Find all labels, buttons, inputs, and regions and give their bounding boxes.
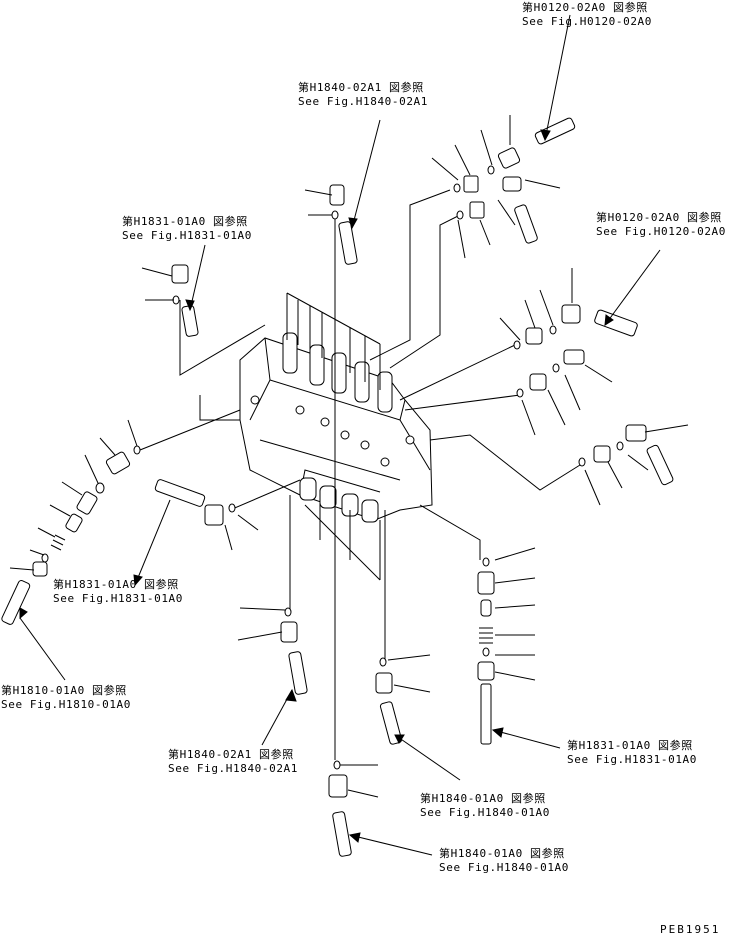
ref-label-en: See Fig.H1831-01A0 — [122, 229, 253, 242]
connection-lines — [139, 189, 581, 760]
ref-label-jp: 第H1831-01A0 図参照 — [53, 578, 179, 591]
ref-label-jp: 第H1831-01A0 図参照 — [122, 215, 248, 228]
ref-label-h0120-right: 第H0120-02A0 図参照 See Fig.H0120-02A0 — [596, 211, 726, 239]
ref-label-en: See Fig.H0120-02A0 — [596, 225, 727, 238]
ref-label-jp: 第H1840-02A1 図参照 — [298, 81, 424, 94]
ref-label-en: See Fig.H0120-02A0 — [522, 15, 653, 28]
right-lower-fittings — [578, 424, 689, 506]
control-valve-body — [239, 332, 433, 523]
drawing-code: PEB1951 — [660, 923, 721, 936]
ref-label-jp: 第H1831-01A0 図参照 — [567, 739, 693, 752]
ref-label-h1840-01a0-mid: 第H1840-01A0 図参照 See Fig.H1840-01A0 — [420, 792, 550, 820]
arrowheads — [19, 129, 614, 843]
ref-label-en: See Fig.H1810-01A0 — [1, 698, 132, 711]
ref-label-jp: 第H0120-02A0 図参照 — [596, 211, 722, 224]
left-diagonal-stack — [1, 419, 141, 681]
right-vertical-stack — [477, 547, 561, 749]
ref-label-h1831-left-top: 第H1831-01A0 図参照 See Fig.H1831-01A0 — [122, 215, 252, 243]
top-right-fittings — [431, 14, 576, 259]
ref-label-h1840-02a1-top: 第H1840-02A1 図参照 See Fig.H1840-02A1 — [298, 81, 428, 109]
left-upper-fittings — [141, 244, 206, 337]
ref-label-en: See Fig.H1840-01A0 — [439, 861, 570, 874]
right-mid-fittings — [499, 249, 661, 436]
ref-label-h1831-right: 第H1831-01A0 図参照 See Fig.H1831-01A0 — [567, 739, 697, 767]
ref-label-en: See Fig.H1831-01A0 — [567, 753, 698, 766]
ref-label-h1840-02a1-bottom: 第H1840-02A1 図参照 See Fig.H1840-02A1 — [168, 748, 298, 776]
ref-label-en: See Fig.H1840-02A1 — [298, 95, 429, 108]
ref-label-jp: 第H1810-01A0 図参照 — [1, 684, 127, 697]
bottom-mid-fittings — [237, 607, 461, 857]
ref-label-en: See Fig.H1831-01A0 — [53, 592, 184, 605]
ref-label-en: See Fig.H1840-02A1 — [168, 762, 299, 775]
ref-label-en: See Fig.H1840-01A0 — [420, 806, 551, 819]
ref-label-h0120-top: 第H0120-02A0 図参照 See Fig.H0120-02A0 — [522, 1, 652, 29]
ref-label-h1810: 第H1810-01A0 図参照 See Fig.H1810-01A0 — [1, 684, 131, 712]
left-mid-fittings — [134, 479, 259, 586]
ref-label-jp: 第H1840-02A1 図参照 — [168, 748, 294, 761]
ref-label-jp: 第H1840-01A0 図参照 — [420, 792, 546, 805]
ref-label-h1840-01a0-bottom: 第H1840-01A0 図参照 See Fig.H1840-01A0 — [439, 847, 569, 875]
ref-label-jp: 第H0120-02A0 図参照 — [522, 1, 648, 14]
ref-label-h1831-left-mid: 第H1831-01A0 図参照 See Fig.H1831-01A0 — [53, 578, 183, 606]
ref-label-jp: 第H1840-01A0 図参照 — [439, 847, 565, 860]
upper-middle-fittings — [304, 119, 381, 265]
